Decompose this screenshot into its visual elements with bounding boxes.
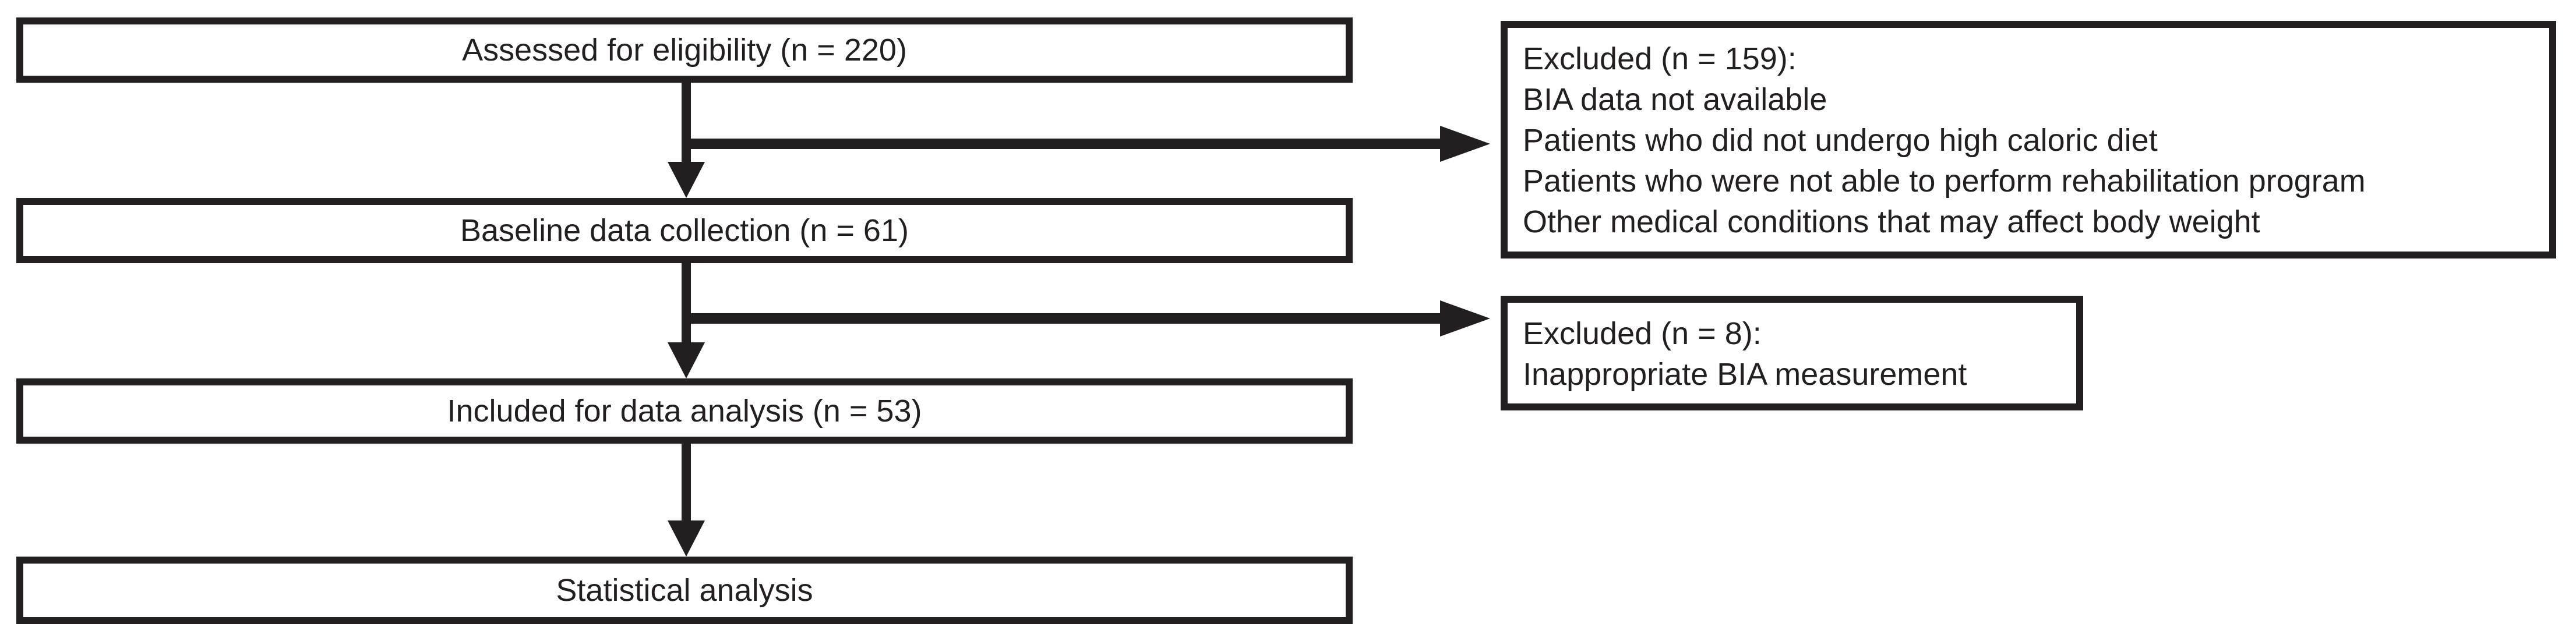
- arrowhead-down-to-baseline-icon: [668, 162, 705, 198]
- arrow-line-baseline-to-included: [682, 263, 691, 345]
- arrow-line-branch-excluded-8: [682, 313, 1440, 324]
- arrowhead-down-to-included-icon: [668, 342, 705, 378]
- flow-box-assessed-eligibility: Assessed for eligibility (n = 220): [16, 17, 1353, 83]
- arrow-line-included-to-statistical: [682, 444, 691, 523]
- arrowhead-right-excluded-8-icon: [1440, 300, 1490, 337]
- flow-box-assessed-eligibility-label: Assessed for eligibility (n = 220): [462, 33, 907, 68]
- arrowhead-down-to-statistical-icon: [668, 520, 705, 557]
- arrowhead-right-excluded-159-icon: [1440, 126, 1490, 162]
- excluded-159-reason-4: Other medical conditions that may affect…: [1523, 204, 2260, 239]
- excluded-8-reason-1: Inappropriate BIA measurement: [1523, 357, 1967, 392]
- arrow-line-branch-excluded-159: [682, 139, 1440, 149]
- excluded-159-reason-2: Patients who did not undergo high calori…: [1523, 123, 2158, 158]
- excluded-8-heading: Excluded (n = 8):: [1523, 316, 1762, 351]
- flow-box-statistical-analysis: Statistical analysis: [16, 557, 1353, 624]
- excluded-159-reason-3: Patients who were not able to perform re…: [1523, 164, 2366, 199]
- excluded-box-8: Excluded (n = 8): Inappropriate BIA meas…: [1501, 296, 2083, 410]
- flow-box-baseline-data-collection: Baseline data collection (n = 61): [16, 198, 1353, 263]
- flow-box-included-for-analysis-label: Included for data analysis (n = 53): [447, 394, 922, 428]
- excluded-box-159: Excluded (n = 159): BIA data not availab…: [1501, 21, 2556, 258]
- excluded-159-heading: Excluded (n = 159):: [1523, 41, 1797, 76]
- flow-box-statistical-analysis-label: Statistical analysis: [556, 573, 813, 608]
- arrow-line-assessed-to-baseline: [682, 83, 691, 165]
- flow-box-baseline-data-collection-label: Baseline data collection (n = 61): [460, 213, 909, 248]
- excluded-159-reason-1: BIA data not available: [1523, 82, 1827, 117]
- flow-box-included-for-analysis: Included for data analysis (n = 53): [16, 378, 1353, 444]
